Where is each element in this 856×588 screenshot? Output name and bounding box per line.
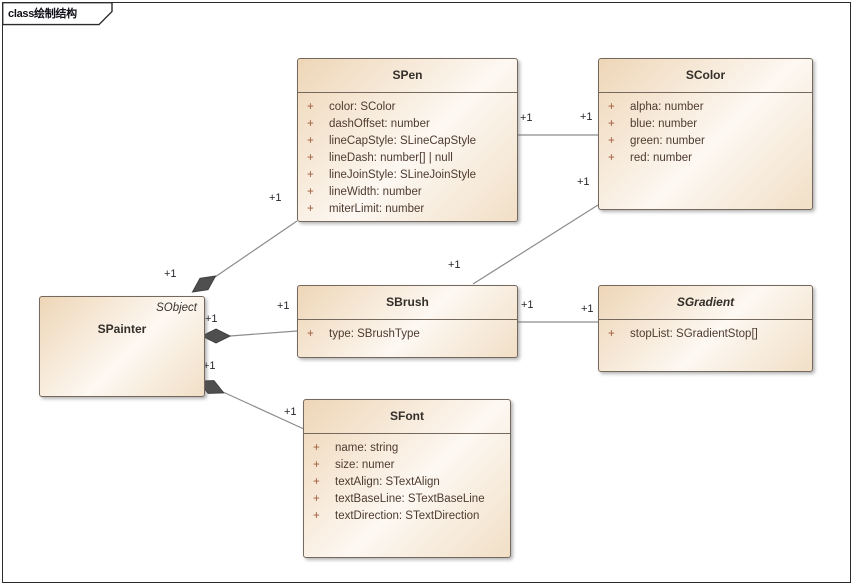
diagram-frame-tab <box>2 2 113 26</box>
visibility-marker: + <box>608 118 615 130</box>
attribute-row: + dashOffset: number <box>298 116 517 133</box>
attribute-text: red: number <box>630 152 693 164</box>
frame-tab-shape <box>2 2 113 26</box>
frame-tab-label: class绘制结构 <box>8 8 77 20</box>
multiplicity-painter-brush-source: +1 <box>205 313 218 325</box>
attribute-compartment: + type: SBrushType <box>298 320 517 343</box>
attribute-row: + green: number <box>599 133 812 150</box>
multiplicity-painter-pen-target: +1 <box>269 192 282 204</box>
attribute-row: + lineWidth: number <box>298 184 517 201</box>
attribute-text: lineJoinStyle: SLineJoinStyle <box>329 169 477 181</box>
attribute-row: + type: SBrushType <box>298 326 517 343</box>
multiplicity-brush-color-source: +1 <box>448 259 461 271</box>
attribute-text: stopList: SGradientStop[] <box>630 328 758 340</box>
attribute-text: alpha: number <box>630 101 704 113</box>
class-annotation: SObject <box>156 302 197 314</box>
attribute-text: dashOffset: number <box>329 118 430 130</box>
attribute-text: textDirection: STextDirection <box>335 510 480 522</box>
attribute-text: textAlign: STextAlign <box>335 476 440 488</box>
attribute-row: + lineCapStyle: SLineCapStyle <box>298 133 517 150</box>
attribute-text: size: numer <box>335 459 395 471</box>
multiplicity-brush-color-target: +1 <box>577 176 590 188</box>
attribute-text: lineDash: number[] | null <box>329 152 453 164</box>
attribute-text: miterLimit: number <box>329 203 425 215</box>
attribute-row: + miterLimit: number <box>298 201 517 218</box>
class-box-sfont[interactable]: SFont + name: string + size: numer + textAl… <box>303 399 511 558</box>
visibility-marker: + <box>313 476 320 488</box>
attribute-text: type: SBrushType <box>329 328 420 340</box>
class-box-scolor[interactable]: SColor + alpha: number + blue: number + gre… <box>598 58 813 210</box>
attribute-row: + textAlign: STextAlign <box>304 474 510 491</box>
multiplicity-painter-font-target: +1 <box>284 406 297 418</box>
class-box-spen[interactable]: SPen + color: SColor + dashOffset: number … <box>297 58 518 222</box>
attribute-text: textBaseLine: STextBaseLine <box>335 493 485 505</box>
visibility-marker: + <box>307 135 314 147</box>
attribute-row: + size: numer <box>304 457 510 474</box>
connector-brush-color[interactable] <box>472 204 599 285</box>
attribute-text: lineCapStyle: SLineCapStyle <box>329 135 477 147</box>
visibility-marker: + <box>307 186 314 198</box>
attribute-row: + textBaseLine: STextBaseLine <box>304 491 510 508</box>
class-title: SColor <box>599 59 812 93</box>
attribute-row: + lineDash: number[] | null <box>298 150 517 167</box>
multiplicity-pen-color-target: +1 <box>580 111 593 123</box>
visibility-marker: + <box>313 459 320 471</box>
multiplicity-brush-gradient-target: +1 <box>581 303 594 315</box>
visibility-marker: + <box>307 203 314 215</box>
visibility-marker: + <box>313 442 320 454</box>
visibility-marker: + <box>307 328 314 340</box>
visibility-marker: + <box>608 135 615 147</box>
connector-painter-pen[interactable] <box>214 220 298 278</box>
class-title: SFont <box>304 400 510 434</box>
attribute-row: + textDirection: STextDirection <box>304 508 510 525</box>
class-title: SPainter <box>97 322 147 336</box>
attribute-compartment: + alpha: number + blue: number + green: num… <box>599 93 812 167</box>
multiplicity-brush-gradient-source: +1 <box>521 299 534 311</box>
attribute-text: name: string <box>335 442 399 454</box>
class-box-sgradient[interactable]: SGradient + stopList: SGradientStop[] <box>598 285 813 372</box>
attribute-text: lineWidth: number <box>329 186 422 198</box>
connector-painter-brush[interactable] <box>229 330 298 337</box>
multiplicity-painter-font-source: +1 <box>203 360 216 372</box>
multiplicity-painter-brush-target: +1 <box>277 300 290 312</box>
visibility-marker: + <box>313 493 320 505</box>
attribute-row: + name: string <box>304 440 510 457</box>
attribute-text: green: number <box>630 135 705 147</box>
attribute-row: + color: SColor <box>298 99 517 116</box>
visibility-marker: + <box>313 510 320 522</box>
visibility-marker: + <box>307 169 314 181</box>
attribute-text: blue: number <box>630 118 698 130</box>
class-box-sbrush[interactable]: SBrush + type: SBrushType <box>297 285 518 358</box>
attribute-text: color: SColor <box>329 101 396 113</box>
multiplicity-pen-color-source: +1 <box>520 112 533 124</box>
attribute-compartment: + name: string + size: numer + textAlign: S… <box>304 434 510 525</box>
attribute-compartment: + color: SColor + dashOffset: number + line… <box>298 93 517 218</box>
attribute-row: + alpha: number <box>599 99 812 116</box>
class-title: SGradient <box>599 286 812 320</box>
class-box-spainter[interactable]: SObject SPainter <box>39 296 205 397</box>
visibility-marker: + <box>608 101 615 113</box>
visibility-marker: + <box>307 152 314 164</box>
class-title: SPen <box>298 59 517 93</box>
attribute-row: + lineJoinStyle: SLineJoinStyle <box>298 167 517 184</box>
visibility-marker: + <box>608 152 615 164</box>
attribute-compartment: + stopList: SGradientStop[] <box>599 320 812 343</box>
visibility-marker: + <box>608 328 615 340</box>
class-title: SBrush <box>298 286 517 320</box>
visibility-marker: + <box>307 118 314 130</box>
attribute-row: + blue: number <box>599 116 812 133</box>
multiplicity-painter-pen-source: +1 <box>164 268 177 280</box>
attribute-row: + red: number <box>599 150 812 167</box>
connector-painter-font[interactable] <box>222 391 307 431</box>
attribute-row: + stopList: SGradientStop[] <box>599 326 812 343</box>
visibility-marker: + <box>307 101 314 113</box>
